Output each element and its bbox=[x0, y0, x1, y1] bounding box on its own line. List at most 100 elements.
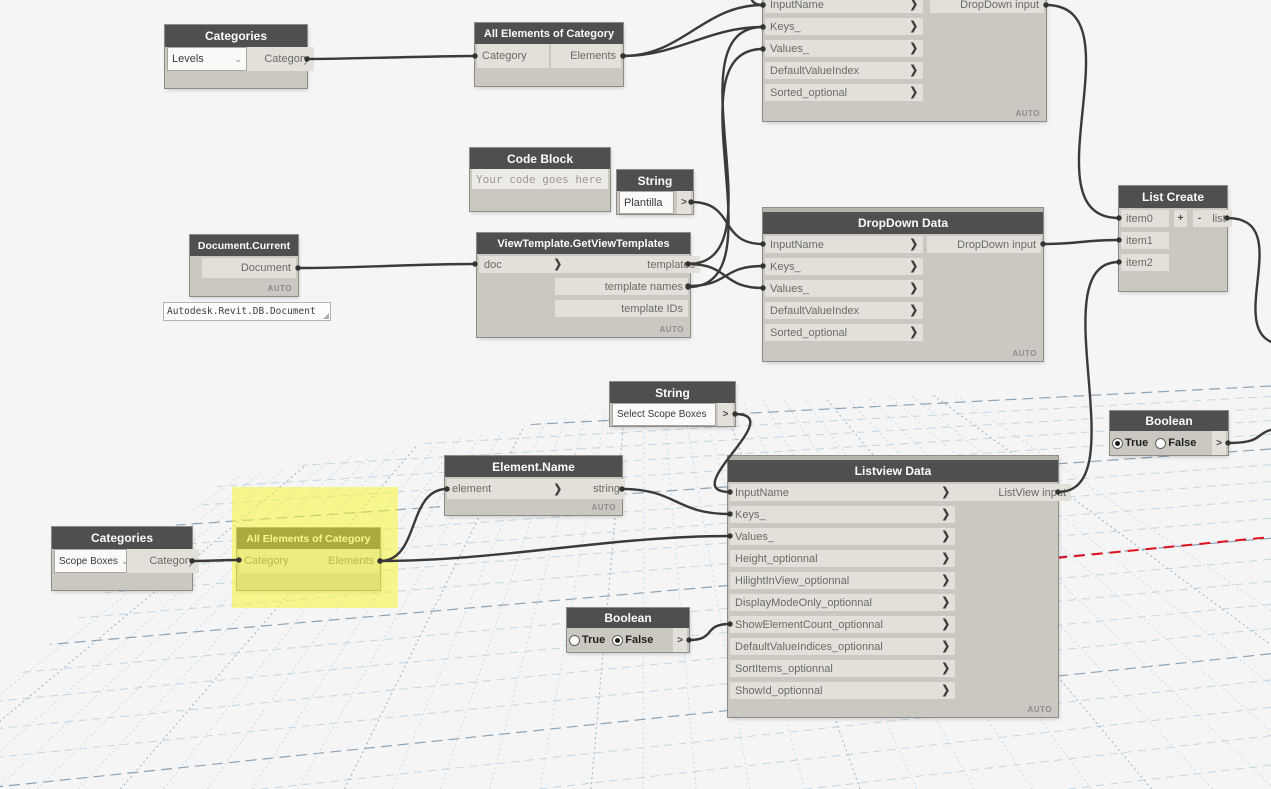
radio-option-true[interactable]: True bbox=[1112, 431, 1155, 455]
node-title-element-name[interactable]: Element.Name bbox=[445, 456, 622, 477]
node-body: item0 +-list item1 item2 bbox=[1119, 210, 1232, 291]
radio-option-false[interactable]: False bbox=[612, 628, 660, 652]
node-title-string-plantilla[interactable]: String bbox=[617, 170, 693, 191]
output-port-template-ids[interactable]: template IDs bbox=[555, 300, 688, 317]
input-port-defaultvalueindices-optionnal[interactable]: DefaultValueIndices_optionnal❯ bbox=[730, 638, 955, 655]
node-title-all-elements-top[interactable]: All Elements of Category bbox=[475, 23, 623, 44]
text-input-select-scope-boxes[interactable]: Select Scope Boxes bbox=[612, 403, 716, 426]
output-port-[interactable]: > bbox=[1212, 431, 1226, 455]
output-port-dropdown-input[interactable]: DropDown input bbox=[930, 0, 1044, 13]
radio-true[interactable] bbox=[569, 634, 580, 646]
input-port-item0[interactable]: item0 bbox=[1121, 210, 1169, 227]
input-port-element[interactable]: element❯ bbox=[447, 479, 567, 499]
input-port-sorted-optional[interactable]: Sorted_optional❯ bbox=[765, 84, 923, 101]
output-port-[interactable]: > bbox=[718, 403, 733, 426]
input-port-item1[interactable]: item1 bbox=[1121, 232, 1169, 249]
node-body: doc❯templates template names template IDs bbox=[477, 256, 700, 321]
input-port-inputname[interactable]: InputName❯ bbox=[765, 236, 923, 253]
radio-false[interactable] bbox=[1155, 437, 1167, 449]
input-port-inputname[interactable]: InputName❯ bbox=[730, 484, 955, 501]
input-port-defaultvalueindex[interactable]: DefaultValueIndex❯ bbox=[765, 62, 923, 79]
node-title-viewtemplate-getviewtemplates[interactable]: ViewTemplate.GetViewTemplates bbox=[477, 233, 690, 254]
output-port-template-names[interactable]: template names bbox=[555, 278, 688, 295]
node-title-categories-levels[interactable]: Categories bbox=[165, 25, 307, 47]
output-port-document[interactable]: Document bbox=[202, 258, 296, 278]
input-port-values[interactable]: Values_❯ bbox=[765, 280, 923, 297]
input-port-height-optionnal[interactable]: Height_optionnal❯ bbox=[730, 550, 955, 567]
node-title-list-create[interactable]: List Create bbox=[1119, 186, 1227, 208]
node-title-boolean-false[interactable]: Boolean bbox=[567, 608, 689, 628]
input-port-keys[interactable]: Keys_❯ bbox=[765, 18, 923, 35]
input-port-item2[interactable]: item2 bbox=[1121, 254, 1169, 271]
code-editor[interactable]: Your code goes here bbox=[472, 169, 608, 189]
radio-option-false[interactable]: False bbox=[1155, 431, 1203, 455]
input-port-values[interactable]: Values_❯ bbox=[730, 528, 955, 545]
output-port-elements[interactable]: Elements bbox=[551, 44, 621, 68]
input-port-values[interactable]: Values_❯ bbox=[765, 40, 923, 57]
output-port-dropdown-input[interactable]: DropDown input bbox=[927, 236, 1041, 253]
node-title-document-current[interactable]: Document.Current bbox=[190, 235, 298, 256]
node-row: Keys_❯ bbox=[730, 506, 1056, 523]
node-title-categories-scope-boxes[interactable]: Categories bbox=[52, 527, 192, 549]
output-port-category[interactable]: Category bbox=[247, 47, 314, 71]
add-item-button[interactable]: + bbox=[1174, 210, 1187, 227]
input-port-category[interactable]: Category bbox=[477, 44, 549, 68]
port-label: item0 bbox=[1126, 212, 1153, 225]
output-port-elements[interactable]: Elements bbox=[311, 549, 379, 573]
input-port-doc[interactable]: doc❯ bbox=[479, 256, 567, 273]
text-input-plantilla[interactable]: Plantilla bbox=[619, 191, 674, 214]
node-title-string-select-scope-boxes[interactable]: String bbox=[610, 382, 735, 403]
output-port-[interactable]: > bbox=[673, 628, 687, 652]
node-list-create[interactable]: List Create item0 +-list item1 item2 bbox=[1119, 186, 1232, 291]
node-title-dropdown-data[interactable]: DropDown Data bbox=[763, 212, 1043, 234]
output-port-category[interactable]: Category bbox=[127, 549, 199, 573]
radio-true-selected[interactable] bbox=[1112, 437, 1123, 449]
input-port-defaultvalueindex[interactable]: DefaultValueIndex❯ bbox=[765, 302, 923, 319]
output-port-listview-input[interactable]: ListView input bbox=[955, 484, 1071, 501]
input-port-keys[interactable]: Keys_❯ bbox=[765, 258, 923, 275]
output-port-templates[interactable]: templates bbox=[567, 256, 700, 273]
node-title-code-block[interactable]: Code Block bbox=[470, 148, 610, 169]
input-port-sorted-optional[interactable]: Sorted_optional❯ bbox=[765, 324, 923, 341]
port-arrow-icon: ❯ bbox=[909, 238, 918, 251]
dropdown-levels[interactable]: Levels⌄ bbox=[167, 47, 247, 71]
node-row: doc❯templates bbox=[479, 256, 700, 273]
output-port-string[interactable]: string bbox=[567, 479, 625, 499]
node-title-listview-data[interactable]: Listview Data bbox=[728, 460, 1058, 482]
input-port-hilightinview-optionnal[interactable]: HilightInView_optionnal❯ bbox=[730, 572, 955, 589]
port-label: HilightInView_optionnal bbox=[735, 574, 850, 587]
input-port-displaymodeonly-optionnal[interactable]: DisplayModeOnly_optionnal❯ bbox=[730, 594, 955, 611]
remove-item-button[interactable]: - bbox=[1193, 210, 1206, 227]
input-port-keys[interactable]: Keys_❯ bbox=[730, 506, 955, 523]
dropdown-value: Levels bbox=[172, 53, 204, 65]
input-port-inputname[interactable]: InputName❯ bbox=[765, 0, 923, 13]
dropdown-scope-boxes[interactable]: Scope Boxes⌄ bbox=[54, 549, 127, 573]
output-port-[interactable]: > bbox=[677, 191, 691, 214]
input-port-category[interactable]: Category bbox=[239, 549, 311, 573]
input-port-sortitems-optionnal[interactable]: SortItems_optionnal❯ bbox=[730, 660, 955, 677]
radio-false-selected[interactable] bbox=[612, 634, 624, 646]
input-port-showelementcount-optionnal[interactable]: ShowElementCount_optionnal❯ bbox=[730, 616, 955, 633]
output-port-list[interactable]: list bbox=[1206, 210, 1232, 227]
node-title-boolean-true[interactable]: Boolean bbox=[1110, 411, 1228, 431]
radio-option-true[interactable]: True bbox=[569, 628, 612, 652]
node-row: Levels⌄Category bbox=[167, 47, 314, 71]
node-title-all-elements-highlighted[interactable]: All Elements of Category bbox=[237, 528, 380, 549]
input-port-showid-optionnal[interactable]: ShowId_optionnal❯ bbox=[730, 682, 955, 699]
